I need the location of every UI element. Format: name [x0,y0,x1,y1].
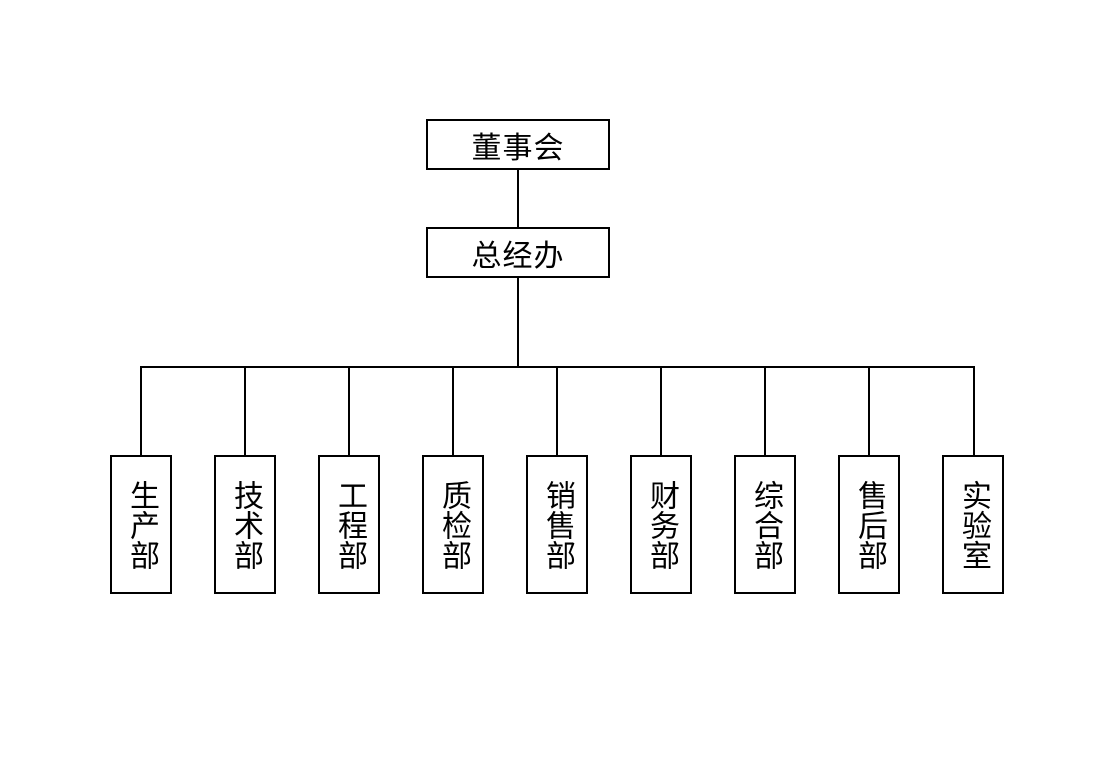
department-box-sales: 销售部 [526,455,588,594]
connector-dept-7 [764,366,766,455]
department-box-laboratory: 实验室 [942,455,1004,594]
department-label: 财务部 [644,479,679,570]
connector-dept-6 [660,366,662,455]
connector-board-office [517,170,519,227]
department-label: 销售部 [540,479,575,570]
connector-dept-4 [452,366,454,455]
connector-dept-2 [244,366,246,455]
connector-dept-1 [140,366,142,455]
department-box-after-sales: 售后部 [838,455,900,594]
board-box: 董事会 [426,119,610,170]
department-label: 综合部 [748,479,783,570]
general-office-label: 总经办 [471,238,565,274]
connector-dept-3 [348,366,350,455]
department-box-production: 生产部 [110,455,172,594]
department-label: 工程部 [332,479,367,570]
department-label: 实验室 [956,479,991,570]
department-label: 质检部 [436,479,471,570]
connector-dept-8 [868,366,870,455]
department-box-finance: 财务部 [630,455,692,594]
department-label: 售后部 [852,479,887,570]
department-box-quality: 质检部 [422,455,484,594]
connector-dept-9 [973,366,975,455]
department-box-engineering: 工程部 [318,455,380,594]
connector-dept-5 [556,366,558,455]
general-office-box: 总经办 [426,227,610,278]
department-box-general-affairs: 综合部 [734,455,796,594]
board-label: 董事会 [471,130,565,166]
department-label: 技术部 [228,479,263,570]
department-box-technology: 技术部 [214,455,276,594]
department-label: 生产部 [124,479,159,570]
connector-office-bus [517,278,519,368]
